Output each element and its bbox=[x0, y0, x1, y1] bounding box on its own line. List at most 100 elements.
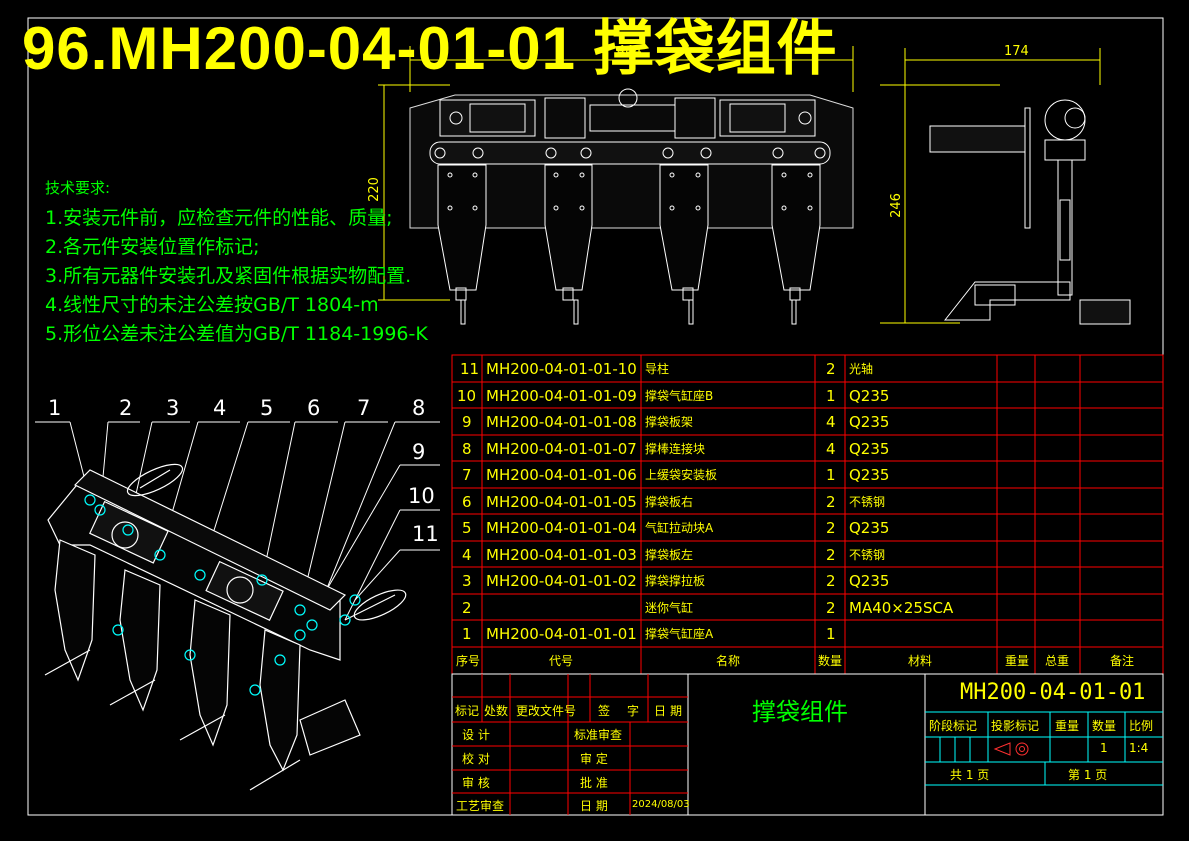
bom-name: 撑袋板左 bbox=[645, 548, 694, 562]
tb-check: 校 对 bbox=[462, 752, 490, 766]
dim-front-height: 220 bbox=[366, 177, 382, 202]
part-name: 撑袋组件 bbox=[752, 698, 848, 726]
bom-qty: 1 bbox=[826, 625, 836, 643]
bom-header-qty: 数量 bbox=[818, 654, 843, 668]
bom-qty: 2 bbox=[826, 493, 836, 511]
tb-rev-doc: 更改文件号 bbox=[516, 704, 577, 718]
bom-material: Q235 bbox=[849, 466, 890, 484]
bom-name: 撑袋板架 bbox=[645, 415, 694, 429]
bom-qty: 4 bbox=[826, 413, 836, 431]
tech-item: 2.各元件安装位置作标记; bbox=[45, 236, 260, 258]
bom-material: MA40×25SCA bbox=[849, 599, 954, 617]
bom-seq: 1 bbox=[462, 625, 472, 643]
bom-code: MH200-04-01-01-10 bbox=[486, 360, 637, 378]
tb-scale-label: 比例 bbox=[1129, 719, 1154, 733]
projection-symbol-icon bbox=[993, 742, 1029, 756]
bom-material: 光轴 bbox=[849, 362, 874, 376]
balloon-7: 7 bbox=[357, 396, 371, 420]
bom-seq: 3 bbox=[462, 572, 472, 590]
bom-material: Q235 bbox=[849, 413, 890, 431]
bom-header-name: 名称 bbox=[716, 654, 741, 668]
bom-qty: 2 bbox=[826, 572, 836, 590]
bom-material: Q235 bbox=[849, 519, 890, 537]
bom-seq: 5 bbox=[462, 519, 472, 537]
bom-code: MH200-04-01-01-06 bbox=[486, 466, 637, 484]
bom-qty: 4 bbox=[826, 440, 836, 458]
bom-name: 撑袋撑拉板 bbox=[645, 574, 706, 588]
bom-qty: 2 bbox=[826, 546, 836, 564]
bom-header-material: 材料 bbox=[908, 654, 933, 668]
tb-review: 审 核 bbox=[462, 776, 490, 790]
dim-side-height: 246 bbox=[888, 193, 904, 218]
bom-qty: 2 bbox=[826, 599, 836, 617]
bom-name: 撑袋气缸座B bbox=[645, 389, 714, 403]
bom-seq: 6 bbox=[462, 493, 472, 511]
side-view bbox=[880, 48, 1131, 325]
balloon-1: 1 bbox=[48, 396, 62, 420]
bom-material: Q235 bbox=[849, 572, 890, 590]
bom-code: MH200-04-01-01-08 bbox=[486, 413, 637, 431]
title-block-grid bbox=[451, 673, 1164, 816]
drawing-number: MH200-04-01-01 bbox=[960, 680, 1146, 705]
tb-date: 2024/08/03 bbox=[632, 799, 690, 810]
bom-name: 导柱 bbox=[645, 362, 670, 376]
bom-seq: 7 bbox=[462, 466, 472, 484]
balloon-5: 5 bbox=[260, 396, 274, 420]
bom-code: MH200-04-01-01-09 bbox=[486, 387, 637, 405]
bom-qty: 2 bbox=[826, 519, 836, 537]
tech-item: 3.所有元器件安装孔及紧固件根据实物配置. bbox=[45, 265, 412, 287]
bom-material: 不锈钢 bbox=[849, 495, 886, 509]
bom-header-code: 代号 bbox=[549, 654, 574, 668]
bom-code: MH200-04-01-01-02 bbox=[486, 572, 637, 590]
tb-sheets-total: 共 1 页 bbox=[950, 768, 990, 782]
front-view bbox=[378, 46, 854, 325]
bom-name: 迷你气缸 bbox=[645, 601, 694, 615]
bom-seq: 9 bbox=[462, 413, 472, 431]
tb-rev-char: 字 bbox=[627, 704, 640, 718]
bom-header-seq: 序号 bbox=[456, 654, 481, 668]
tb-projection-label: 投影标记 bbox=[991, 719, 1040, 733]
balloon-3: 3 bbox=[166, 396, 180, 420]
balloon-8: 8 bbox=[412, 396, 426, 420]
bom-material: Q235 bbox=[849, 440, 890, 458]
bom-seq: 11 bbox=[460, 360, 480, 378]
tb-rev-sign: 签 bbox=[598, 704, 611, 718]
bom-grid bbox=[451, 354, 1164, 675]
tb-process: 工艺审查 bbox=[456, 799, 505, 813]
bom-seq: 2 bbox=[462, 599, 472, 617]
balloon-10: 10 bbox=[408, 484, 435, 508]
balloon-9: 9 bbox=[412, 440, 426, 464]
tech-item: 1.安装元件前，应检查元件的性能、质量; bbox=[45, 207, 393, 229]
bom-code: MH200-04-01-01-04 bbox=[486, 519, 637, 537]
bom-qty: 1 bbox=[826, 466, 836, 484]
bom-qty: 2 bbox=[826, 360, 836, 378]
dim-front-width: 444 bbox=[617, 44, 642, 59]
bom-seq: 8 bbox=[462, 440, 472, 458]
bom-code: MH200-04-01-01-05 bbox=[486, 493, 637, 511]
bom-name: 气缸拉动块A bbox=[645, 521, 714, 535]
tb-approve-set: 审 定 bbox=[580, 752, 608, 766]
isometric-view bbox=[35, 421, 440, 791]
tb-weight-label: 重量 bbox=[1055, 719, 1080, 733]
tb-scale: 1:4 bbox=[1129, 741, 1149, 755]
bom-material: 不锈钢 bbox=[849, 548, 886, 562]
balloon-6: 6 bbox=[307, 396, 321, 420]
bom-qty: 1 bbox=[826, 387, 836, 405]
tb-date-label: 日 期 bbox=[580, 799, 608, 813]
tb-rev-period: 期 bbox=[670, 704, 683, 718]
balloon-11: 11 bbox=[412, 522, 439, 546]
bom-seq: 4 bbox=[462, 546, 472, 564]
bom-code: MH200-04-01-01-07 bbox=[486, 440, 637, 458]
tb-std-review: 标准审查 bbox=[574, 728, 623, 742]
tech-item: 5.形位公差未注公差值为GB/T 1184-1996-K bbox=[45, 323, 428, 345]
bom-code: MH200-04-01-01-03 bbox=[486, 546, 637, 564]
bom-code: MH200-04-01-01-01 bbox=[486, 625, 637, 643]
tb-qty-label: 数量 bbox=[1092, 719, 1117, 733]
technical-requirements: 技术要求: 1.安装元件前，应检查元件的性能、质量; 2.各元件安装位置作标记;… bbox=[45, 178, 428, 349]
bom-name: 撑袋板右 bbox=[645, 495, 694, 509]
balloon-2: 2 bbox=[119, 396, 133, 420]
bom-seq: 10 bbox=[457, 387, 477, 405]
bom-header-total-weight: 总重 bbox=[1045, 654, 1070, 668]
bom-header-remark: 备注 bbox=[1110, 654, 1135, 668]
